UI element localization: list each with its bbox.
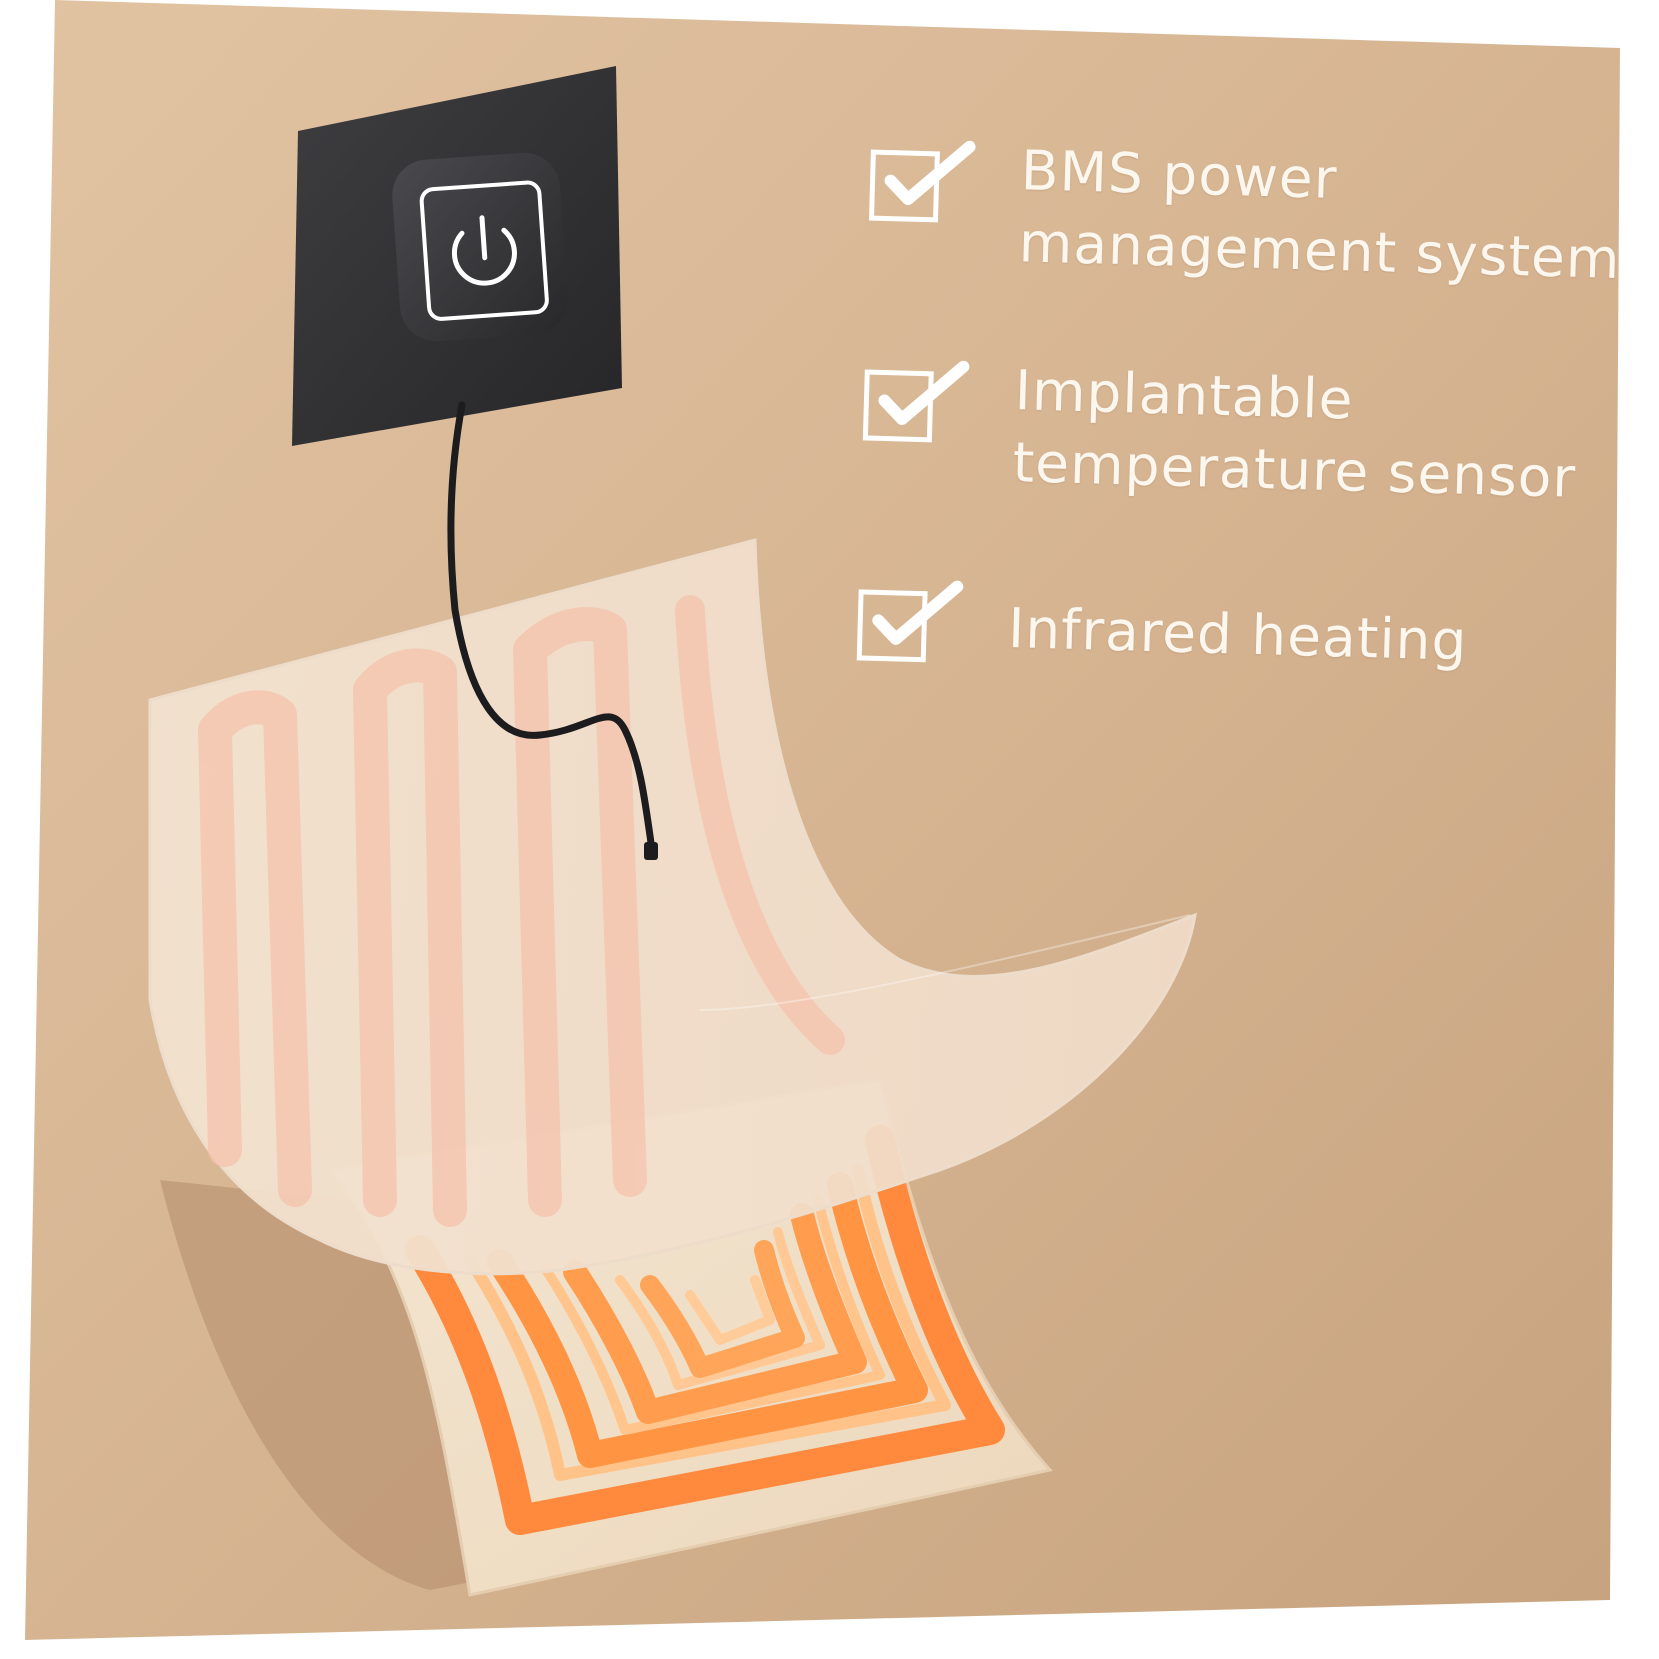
feature-bms: BMS power management system bbox=[866, 130, 1630, 301]
sensor-cable bbox=[447, 401, 656, 854]
feature-label: Infrared heating bbox=[1007, 596, 1469, 673]
heating-film-upper bbox=[148, 538, 1197, 1276]
checkbox-checked-icon bbox=[862, 360, 970, 443]
checkbox-checked-icon bbox=[868, 140, 976, 223]
cable-connector bbox=[644, 842, 658, 860]
feature-temperature-sensor: Implantable temperature sensor bbox=[860, 350, 1624, 521]
feature-list: BMS power management system Implantable … bbox=[854, 130, 1630, 741]
power-icon bbox=[419, 180, 549, 321]
feature-label: Implantable temperature sensor bbox=[1011, 358, 1577, 510]
heating-coil bbox=[405, 1125, 1005, 1535]
feature-infrared-heating: Infrared heating bbox=[854, 570, 1618, 741]
checkbox-checked-icon bbox=[856, 580, 964, 663]
feature-label: BMS power management system bbox=[1018, 138, 1622, 291]
control-box bbox=[292, 66, 622, 446]
